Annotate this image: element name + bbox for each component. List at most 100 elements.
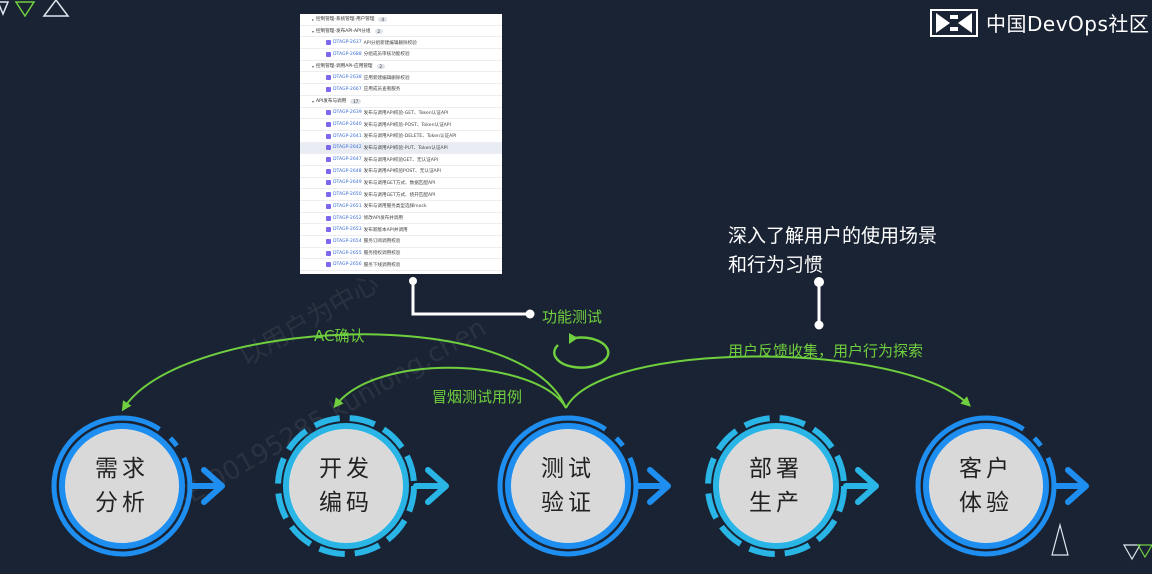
test-case-id[interactable]: DTAGP-2638 (333, 75, 362, 81)
test-case-icon (326, 86, 331, 92)
screenshot-connector-dot (409, 277, 417, 285)
group-title: 控制管理-调用API-应用管理 (316, 64, 373, 70)
test-case-title: 发布与调用服务类型选择mock (363, 204, 427, 210)
stage-core (290, 430, 402, 542)
chevron-icon[interactable]: ▾ (311, 98, 314, 104)
test-case-icon (326, 157, 331, 163)
test-case-id[interactable]: DTAGP-2647 (333, 157, 362, 163)
test-case-icon (326, 51, 331, 57)
test-case-icon (326, 133, 331, 139)
stage-label-line1: 测试 (541, 456, 595, 482)
test-case-icon (326, 122, 331, 128)
stage-arrow-icon (855, 467, 879, 505)
group-title: 控制管理-系统管理-用户管理 (316, 17, 375, 23)
test-case-id[interactable]: DTAGP-2648 (333, 168, 362, 174)
test-case-icon (326, 110, 331, 116)
test-case-id[interactable]: DTAGP-2649 (333, 180, 362, 186)
test-case-title: 发布与调用API校验-DELETE、Token认证API (363, 134, 457, 140)
test-case-id[interactable]: DTAGP-2652 (333, 215, 362, 221)
group-count-badge: 2 (374, 28, 384, 34)
test-case-id[interactable]: DTAGP-2653 (333, 227, 362, 233)
test-case-title: 服务授权调用校验 (363, 251, 401, 257)
stage-label-line1: 需求 (95, 456, 149, 482)
test-case-id[interactable]: DTAGP-2656 (333, 262, 362, 268)
test-case-id[interactable]: DTAGP-2639 (333, 110, 362, 116)
test-case-id[interactable]: DTAGP-2655 (333, 250, 362, 256)
test-case-id[interactable]: DTAGP-2650 (333, 192, 362, 198)
test-case-id[interactable]: DTAGP-2688 (333, 51, 362, 57)
test-case-id[interactable]: DTAGP-2642 (333, 145, 362, 151)
stage-arrow-icon (425, 467, 449, 505)
test-case-icon (326, 262, 331, 268)
stage-label-line1: 部署 (749, 456, 803, 482)
community-logo: 中国DevOps社区 (930, 8, 1149, 37)
test-case-title: 发布新版本API并调用 (363, 227, 408, 233)
feedback-arrow (565, 355, 971, 409)
corner-watermark-icon (1051, 522, 1152, 561)
stage-core (66, 430, 178, 542)
test-case-title: 发布与调用GET方式、数据匹配API (363, 180, 436, 186)
test-case-title: 修改API发布并调用 (363, 216, 404, 222)
insight-bottom-dot (814, 320, 824, 330)
stage-core (720, 430, 832, 542)
ac-confirm-label: AC确认 (314, 327, 365, 345)
functional-test-cycle-icon (553, 333, 610, 369)
test-case-title: 发布与调用API校验GET、无认证API (363, 157, 438, 163)
devops-logo-icon (930, 8, 978, 37)
stage-node (915, 415, 1089, 557)
logo-text: 中国DevOps社区 (986, 12, 1150, 36)
stage-label-line1: 开发 (319, 456, 373, 482)
test-case-title: 分组成员审核功能校验 (363, 52, 410, 58)
chevron-icon[interactable]: ▸ (311, 16, 314, 22)
test-case-id[interactable]: DTAGP-2651 (333, 203, 362, 209)
test-case-icon (326, 180, 331, 186)
stage-label: 客户体验 (931, 452, 1041, 520)
test-case-title: 应用成员查看服务 (363, 87, 401, 93)
insight-text-line1: 深入了解用户的使用场景 (728, 225, 938, 247)
test-case-title: 发布与调用API校验-GET、Token认证API (363, 110, 449, 116)
test-case-title: 发布与调用API校验-POST、Token认证API (363, 122, 451, 128)
stage-node (51, 415, 225, 557)
smoke-test-arrow (333, 366, 567, 409)
test-case-id[interactable]: DTAGP-2640 (333, 122, 362, 128)
test-case-icon (326, 250, 331, 256)
decor-triangles-icon (0, 0, 70, 18)
test-case-icon (326, 227, 331, 233)
functional-test-label: 功能测试 (542, 308, 603, 326)
group-count-badge: 17 (350, 98, 362, 104)
stage-arrow-icon (1065, 467, 1089, 505)
test-case-title: 发布与调用API校验POST、无认证API (363, 169, 441, 175)
chevron-icon[interactable]: ▾ (311, 28, 314, 34)
test-case-id[interactable]: DTAGP-2667 (333, 86, 362, 92)
test-case-id[interactable]: DTAGP-2654 (333, 238, 362, 244)
test-case-id[interactable]: DTAGP-2641 (333, 133, 362, 139)
stage-label-line2: 验证 (541, 490, 595, 516)
stage-core (512, 430, 624, 542)
chevron-icon[interactable]: ▾ (311, 63, 314, 69)
group-count-badge: 2 (376, 63, 386, 69)
test-case-id[interactable]: DTAGP-2637 (333, 40, 362, 46)
